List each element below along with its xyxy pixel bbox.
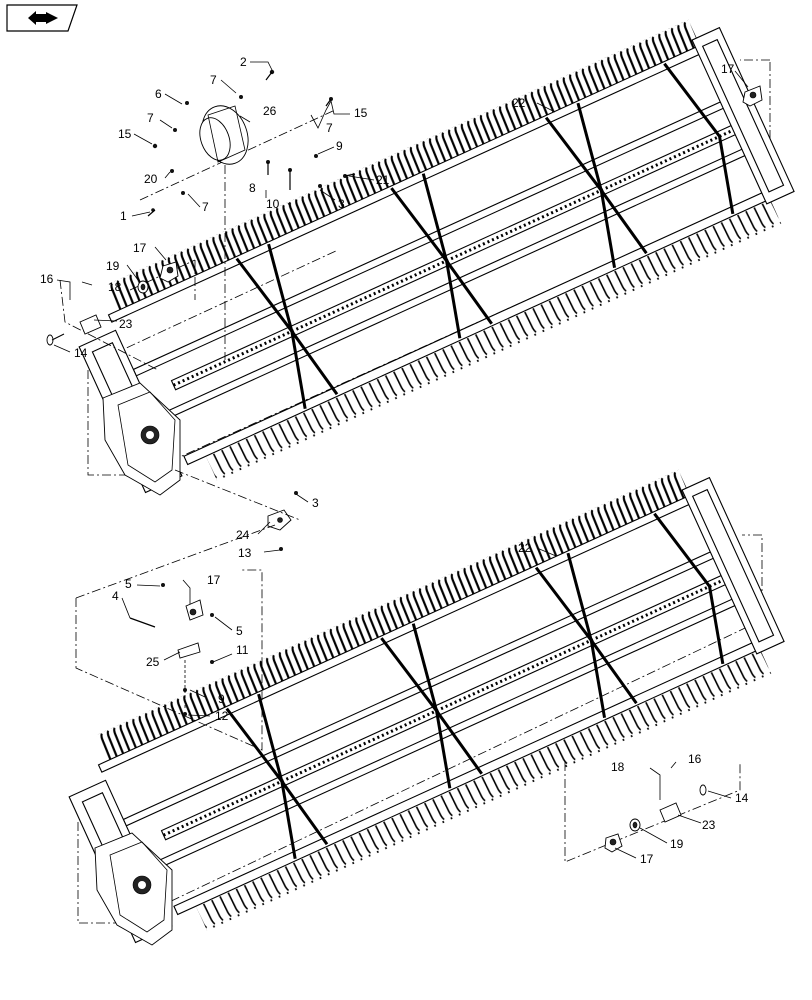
callout-5: 5 — [236, 624, 243, 638]
callout-4: 4 — [112, 589, 119, 603]
callout-21: 21 — [376, 173, 390, 187]
callout-23: 23 — [702, 818, 716, 832]
lower-reel-assembly — [68, 469, 785, 946]
callout-3: 3 — [338, 197, 345, 211]
callout-12: 12 — [215, 709, 229, 723]
callout-1: 1 — [120, 209, 127, 223]
callout-3: 3 — [312, 496, 319, 510]
callout-14: 14 — [74, 346, 88, 360]
callout-15: 15 — [354, 106, 368, 120]
lower-right-bearing-group — [564, 762, 741, 863]
callout-10: 10 — [266, 197, 280, 211]
callout-9: 9 — [218, 692, 225, 706]
callout-17: 17 — [721, 62, 735, 76]
callout-24: 24 — [236, 528, 250, 542]
back-arrow-icon — [6, 4, 78, 32]
callout-9: 9 — [336, 139, 343, 153]
back-navigation-button[interactable] — [6, 4, 78, 32]
callout-22: 22 — [518, 541, 532, 555]
callout-7: 7 — [147, 111, 154, 125]
callout-26: 26 — [263, 104, 277, 118]
callout-20: 20 — [144, 172, 158, 186]
upper-bearing-group — [46, 259, 196, 371]
callout-2: 2 — [240, 55, 247, 69]
callout-17: 17 — [133, 241, 147, 255]
upper-reel-body — [78, 19, 795, 494]
callout-22: 22 — [512, 96, 526, 110]
callout-7: 7 — [326, 121, 333, 135]
leader-lines — [53, 61, 749, 859]
callout-17: 17 — [207, 573, 221, 587]
lower-reel-body — [68, 469, 785, 944]
callout-labels: 2 7 6 7 15 26 15 7 9 20 21 8 10 3 7 1 17… — [40, 55, 749, 866]
lower-bracket-group — [75, 524, 276, 751]
callout-13: 13 — [238, 546, 252, 560]
hub-exploded-parts — [139, 69, 356, 360]
callout-6: 6 — [155, 87, 162, 101]
callout-8: 8 — [249, 181, 256, 195]
callout-18: 18 — [108, 280, 122, 294]
callout-19: 19 — [670, 837, 684, 851]
upper-right-bracket — [742, 85, 763, 107]
callout-19: 19 — [106, 259, 120, 273]
callout-11: 11 — [236, 643, 249, 657]
callout-25: 25 — [146, 655, 160, 669]
callout-15: 15 — [118, 127, 132, 141]
callout-7: 7 — [210, 73, 217, 87]
callout-16: 16 — [688, 752, 702, 766]
callout-5: 5 — [125, 577, 132, 591]
callout-23: 23 — [119, 317, 133, 331]
upper-reel-assembly — [78, 19, 795, 496]
callout-16: 16 — [40, 272, 54, 286]
mid-parts — [174, 469, 301, 551]
callout-14: 14 — [735, 791, 749, 805]
callout-7: 7 — [202, 200, 209, 214]
callout-17: 17 — [640, 852, 654, 866]
callout-18: 18 — [611, 760, 625, 774]
hub-ring-part — [199, 105, 249, 165]
